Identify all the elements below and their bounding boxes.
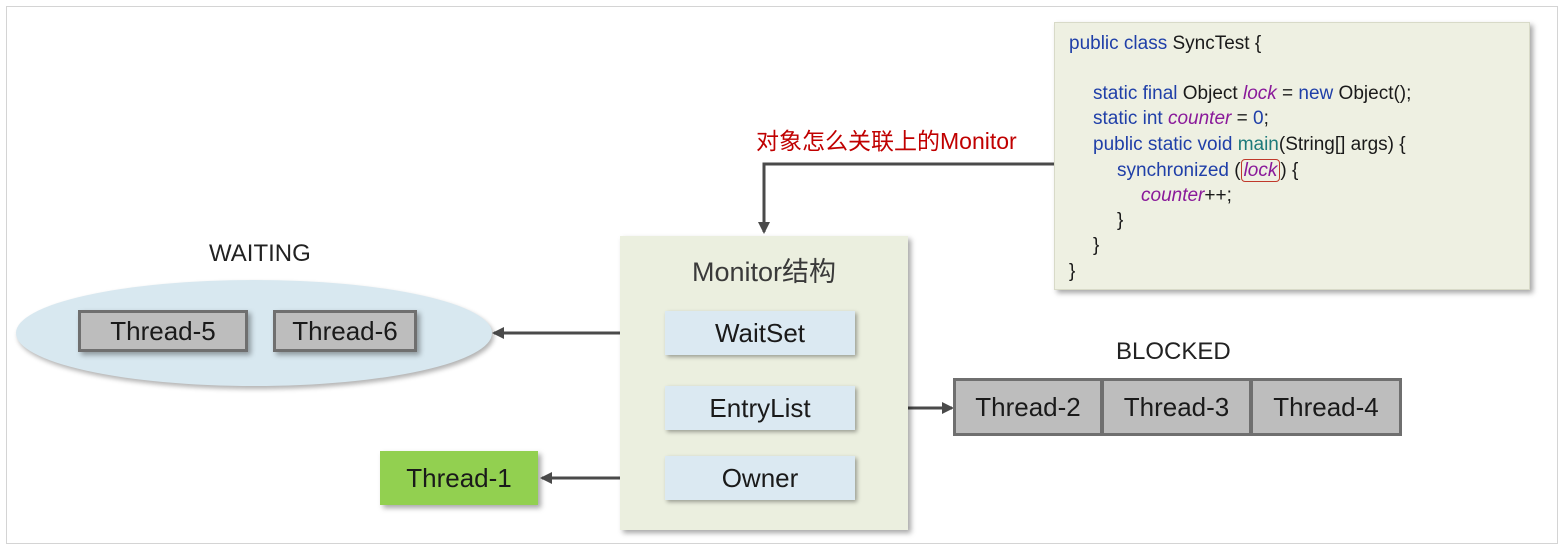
code-text: ) { [1280,160,1299,181]
code-number: 0 [1253,108,1264,129]
code-line-2: static final Object lock = new Object(); [1093,83,1411,105]
code-field: counter [1167,108,1232,129]
code-field: counter [1141,185,1205,206]
owner-slot: Owner [665,456,855,500]
thread-1-box: Thread-1 [380,451,538,505]
code-text: Object [1177,83,1243,104]
code-text: ++; [1204,185,1232,206]
waiting-label: WAITING [209,240,311,267]
code-text: SyncTest { [1167,33,1262,54]
code-line-9: } [1069,261,1076,282]
code-field: lock [1242,83,1277,104]
monitor-title: Monitor结构 [691,257,837,287]
blocked-label: BLOCKED [1116,338,1231,365]
code-text: (String[] args) { [1278,134,1406,155]
code-method: main [1237,134,1279,155]
code-line-6: counter++; [1141,185,1232,207]
code-keyword: new [1298,83,1334,104]
lock-highlight: lock [1240,159,1281,182]
monitor-association-annotation: 对象怎么关联上的Monitor [756,128,1017,154]
code-text: Object(); [1333,83,1412,104]
code-text: ( [1228,160,1241,181]
monitor-structure: Monitor结构 WaitSet EntryList Owner [620,236,908,530]
code-line-8: } [1093,235,1100,256]
code-keyword: static int [1093,108,1163,129]
code-text: ; [1263,108,1269,129]
code-keyword: synchronized [1117,160,1229,181]
thread-2-box: Thread-2 [953,378,1103,436]
code-text: = [1276,83,1299,104]
code-line-3: static int counter = 0; [1093,108,1269,130]
code-keyword: static final [1093,83,1178,104]
code-keyword: public class [1069,33,1168,54]
entrylist-slot: EntryList [665,386,855,430]
code-line-1: public class SyncTest { [1069,33,1261,55]
code-keyword: public static void [1093,134,1233,155]
code-text: = [1231,108,1254,129]
thread-3-box: Thread-3 [1101,378,1252,436]
waitset-slot: WaitSet [665,311,855,355]
thread-5-box: Thread-5 [78,310,248,352]
code-snippet: public class SyncTest { static final Obj… [1054,22,1530,290]
code-line-7: } [1117,210,1124,231]
code-line-5: synchronized (lock) { [1117,159,1299,182]
thread-6-box: Thread-6 [273,310,417,352]
thread-4-box: Thread-4 [1250,378,1402,436]
code-line-4: public static void main(String[] args) { [1093,134,1406,156]
